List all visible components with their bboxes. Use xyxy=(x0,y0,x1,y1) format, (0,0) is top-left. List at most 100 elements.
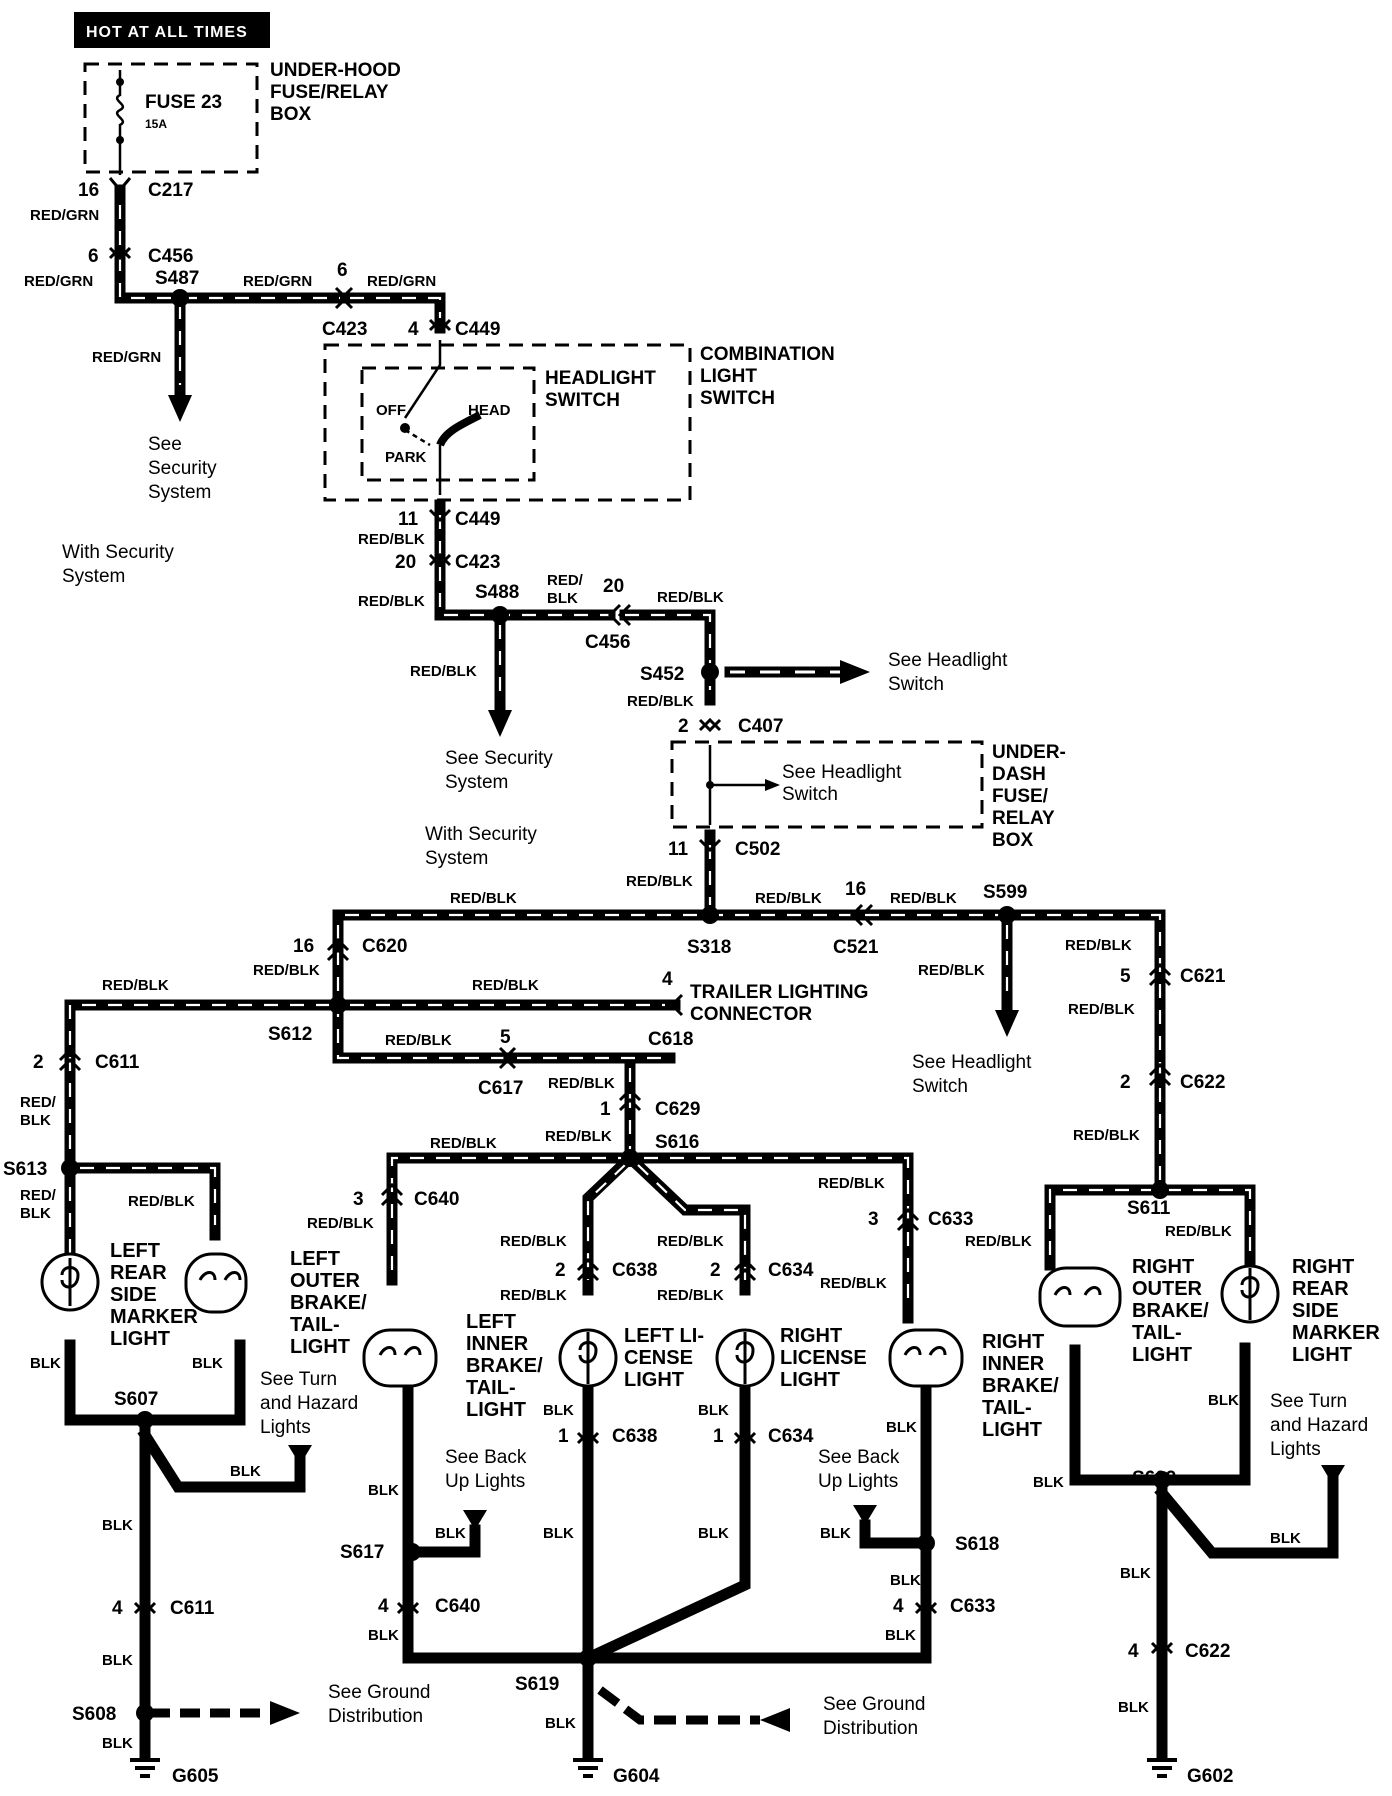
splice-dot xyxy=(998,906,1016,924)
pin-label: 16 xyxy=(293,936,314,957)
wire-color-label: RED/ xyxy=(20,1094,57,1111)
pin-label: 6 xyxy=(337,260,348,281)
connector-icon xyxy=(108,245,132,261)
ref-turn-hazard: See Turn xyxy=(1270,1391,1347,1412)
connector-label: C407 xyxy=(738,716,783,737)
connector-icon xyxy=(914,1600,938,1616)
ref-backup: Up Lights xyxy=(818,1471,898,1492)
connector-label: C629 xyxy=(655,1099,700,1120)
underdash-label: FUSE/ xyxy=(992,786,1049,807)
connector-icon xyxy=(733,1257,757,1282)
connector-icon xyxy=(607,603,632,627)
wire-color-label: RED/BLK xyxy=(450,890,517,907)
connector-icon xyxy=(618,1087,642,1112)
switch-park-label: PARK xyxy=(385,449,427,466)
connector-label: C449 xyxy=(455,319,500,340)
connector-marks xyxy=(58,177,1174,1656)
arrows xyxy=(150,395,1345,1732)
wire-color-label: RED/BLK xyxy=(548,1075,615,1092)
ground-label: G604 xyxy=(613,1766,660,1787)
arrow-left-icon xyxy=(760,1708,790,1732)
splice-dot xyxy=(136,1704,154,1722)
ref-turn-hazard: and Hazard xyxy=(260,1393,358,1414)
pin-label: 4 xyxy=(378,1596,389,1617)
wire-color-label: RED/BLK xyxy=(626,873,693,890)
underdash-ref: See Headlight xyxy=(782,762,902,783)
connector-label: C638 xyxy=(612,1426,657,1447)
wire-color-label: BLK xyxy=(820,1525,851,1542)
hot-at-all-times-badge xyxy=(74,12,270,48)
pin-label: 16 xyxy=(78,180,99,201)
pin-label: 4 xyxy=(893,1596,904,1617)
fuse-name: FUSE 23 xyxy=(145,92,222,113)
underhood-label: BOX xyxy=(270,104,312,125)
pin-label: 2 xyxy=(1120,1072,1131,1093)
splice-label: S318 xyxy=(687,937,731,958)
lamp-symbols xyxy=(40,1252,1280,1388)
hot-at-all-times-label: HOT AT ALL TIMES xyxy=(86,24,248,41)
wire-color-label: BLK xyxy=(435,1525,466,1542)
ref-headlight: Switch xyxy=(888,674,944,695)
wire-color-label: BLK xyxy=(698,1525,729,1542)
splice-label: S613 xyxy=(3,1159,47,1180)
connector-label: C633 xyxy=(928,1209,973,1230)
component-label: LEFT xyxy=(466,1311,516,1333)
splice-label: S612 xyxy=(268,1024,312,1045)
connector-label: C423 xyxy=(322,319,367,340)
wire-color-label: BLK xyxy=(1208,1392,1239,1409)
ground-icon xyxy=(573,1758,603,1778)
pin-label: 1 xyxy=(600,1099,611,1120)
connector-icon xyxy=(733,1430,757,1446)
wire-color-label: BLK xyxy=(368,1482,399,1499)
component-label: LIGHT xyxy=(624,1369,684,1391)
connector-label: C611 xyxy=(170,1598,215,1619)
component-label: LIGHT xyxy=(982,1419,1042,1441)
wire-color-label: BLK xyxy=(543,1525,574,1542)
underhood-fuse-box xyxy=(83,62,259,174)
pin-label: 2 xyxy=(555,1260,566,1281)
ref-with-security: With Security xyxy=(62,542,174,563)
component-label: SIDE xyxy=(1292,1300,1339,1322)
wire-color-label: BLK xyxy=(1033,1474,1064,1491)
pin-label: 1 xyxy=(558,1426,569,1447)
pin-label: 2 xyxy=(33,1052,44,1073)
component-label: LEFT LI- xyxy=(624,1325,704,1347)
component-label: INNER xyxy=(982,1353,1045,1375)
wire-color-label: RED/BLK xyxy=(358,593,425,610)
component-label: TAIL- xyxy=(982,1397,1032,1419)
ref-with-security: System xyxy=(62,566,125,587)
connector-label: C622 xyxy=(1185,1641,1230,1662)
component-label: TAIL- xyxy=(1132,1322,1182,1344)
wire-color-label: RED/BLK xyxy=(918,962,985,979)
wire-color-label: RED/BLK xyxy=(307,1215,374,1232)
component-label: RIGHT xyxy=(1132,1256,1194,1278)
splice-label: S611 xyxy=(1127,1198,1171,1219)
fuse-icon xyxy=(115,70,125,175)
headlight-switch-label: SWITCH xyxy=(545,390,620,411)
pin-label: 11 xyxy=(668,839,689,860)
pin-label: 20 xyxy=(395,552,416,573)
pin-label: 2 xyxy=(710,1260,721,1281)
connector-icon xyxy=(576,1430,600,1446)
ref-backup: Up Lights xyxy=(445,1471,525,1492)
connector-icon xyxy=(896,1207,920,1232)
pin-label: 4 xyxy=(1128,1641,1139,1662)
combination-light-switch-box xyxy=(323,343,692,502)
ref-backup: See Back xyxy=(818,1447,900,1468)
splice-label: S487 xyxy=(155,268,199,289)
wire-color-label: RED/BLK xyxy=(500,1287,567,1304)
wire-color-label: RED/ xyxy=(547,572,584,589)
wire-color-label: BLK xyxy=(20,1112,51,1129)
splice-dot xyxy=(621,1149,639,1167)
wire-color-label: BLK xyxy=(192,1355,223,1372)
underdash-label: BOX xyxy=(992,830,1034,851)
pin-label: 5 xyxy=(500,1027,511,1048)
component-label: LIGHT xyxy=(780,1369,840,1391)
ground-symbols xyxy=(130,1720,1177,1778)
ref-security: See xyxy=(148,434,182,455)
connector-icon xyxy=(326,937,350,962)
component-label: MARKER xyxy=(1292,1322,1380,1344)
wire-color-label: RED/GRN xyxy=(92,349,161,366)
switch-contact-icon xyxy=(436,411,482,447)
